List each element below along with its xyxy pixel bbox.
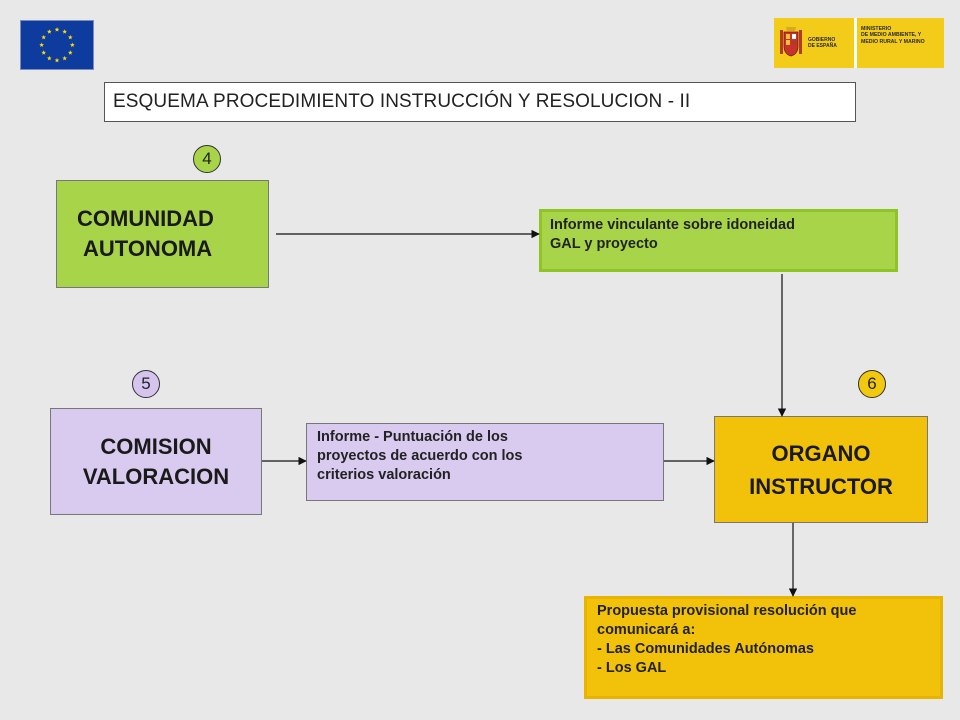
eu-stars <box>39 27 75 63</box>
step-6-badge: 6 <box>858 370 886 398</box>
gobierno-text: GOBIERNO DE ESPAÑA <box>808 37 837 49</box>
comision-line-1: COMISION <box>100 433 212 459</box>
comision-valoracion-box: COMISION VALORACION <box>50 408 262 515</box>
ministerio-line-3: MEDIO RURAL Y MARINO <box>861 38 925 45</box>
ministerio-line-2: DE MEDIO AMBIENTE, Y <box>861 32 922 39</box>
step-5-badge: 5 <box>132 370 160 398</box>
propuesta-line-1: Propuesta provisional resolución que <box>597 603 857 619</box>
organo-instructor-box: ORGANO INSTRUCTOR <box>714 416 928 523</box>
step-4-badge: 4 <box>193 145 221 173</box>
organo-line-2: INSTRUCTOR <box>749 473 893 499</box>
comunidad-autonoma-box: COMUNIDAD AUTONOMA <box>56 180 269 288</box>
gobierno-block: GOBIERNO DE ESPAÑA <box>774 18 854 68</box>
eu-star-icon <box>67 50 73 55</box>
propuesta-line-4: - Los GAL <box>597 660 667 676</box>
propuesta-provisional-box: Propuesta provisional resolución que com… <box>584 596 943 699</box>
informe-puntuacion-line-3: criterios valoración <box>317 467 451 483</box>
eu-star-icon <box>62 55 68 61</box>
informe-puntuacion-line-2: proyectos de acuerdo con los <box>317 448 523 464</box>
logo-separator <box>854 18 857 68</box>
comunidad-line-2: AUTONOMA <box>83 236 213 261</box>
informe-vinculante-line-2: GAL y proyecto <box>550 236 658 252</box>
eu-star-icon <box>41 34 47 40</box>
page-title: ESQUEMA PROCEDIMIENTO INSTRUCCIÓN Y RESO… <box>113 91 691 112</box>
comision-line-2: VALORACION <box>82 463 230 489</box>
eu-star-icon <box>69 42 75 48</box>
eu-star-icon <box>39 42 45 48</box>
ministerio-block: MINISTERIO DE MEDIO AMBIENTE, Y MEDIO RU… <box>857 18 944 68</box>
title-box: ESQUEMA PROCEDIMIENTO INSTRUCCIÓN Y RESO… <box>104 82 856 122</box>
organo-line-1: ORGANO <box>771 440 871 466</box>
eu-star-icon <box>62 29 68 34</box>
eu-star-icon <box>41 50 47 55</box>
eu-star-icon <box>54 57 60 63</box>
informe-puntuacion-line-1: Informe - Puntuación de los <box>317 429 508 445</box>
ministry-logo: GOBIERNO DE ESPAÑA MINISTERIO DE MEDIO A… <box>774 18 944 68</box>
coat-of-arms-icon <box>780 27 802 57</box>
eu-flag-icon <box>20 20 94 70</box>
gobierno-line-1: GOBIERNO <box>808 37 836 43</box>
propuesta-line-2: comunicará a: <box>597 622 696 638</box>
informe-vinculante-line-1: Informe vinculante sobre idoneidad <box>550 217 795 233</box>
comunidad-line-1: COMUNIDAD <box>77 206 214 231</box>
eu-star-icon <box>54 27 60 32</box>
ministerio-line-1: MINISTERIO <box>861 26 892 32</box>
informe-vinculante-box: Informe vinculante sobre idoneidad GAL y… <box>539 209 898 272</box>
gobierno-line-2: DE ESPAÑA <box>808 43 837 49</box>
eu-star-icon <box>46 29 52 34</box>
eu-star-icon <box>67 34 73 40</box>
eu-star-icon <box>46 55 52 61</box>
propuesta-line-3: - Las Comunidades Autónomas <box>597 641 814 657</box>
informe-puntuacion-box: Informe - Puntuación de los proyectos de… <box>306 423 664 501</box>
